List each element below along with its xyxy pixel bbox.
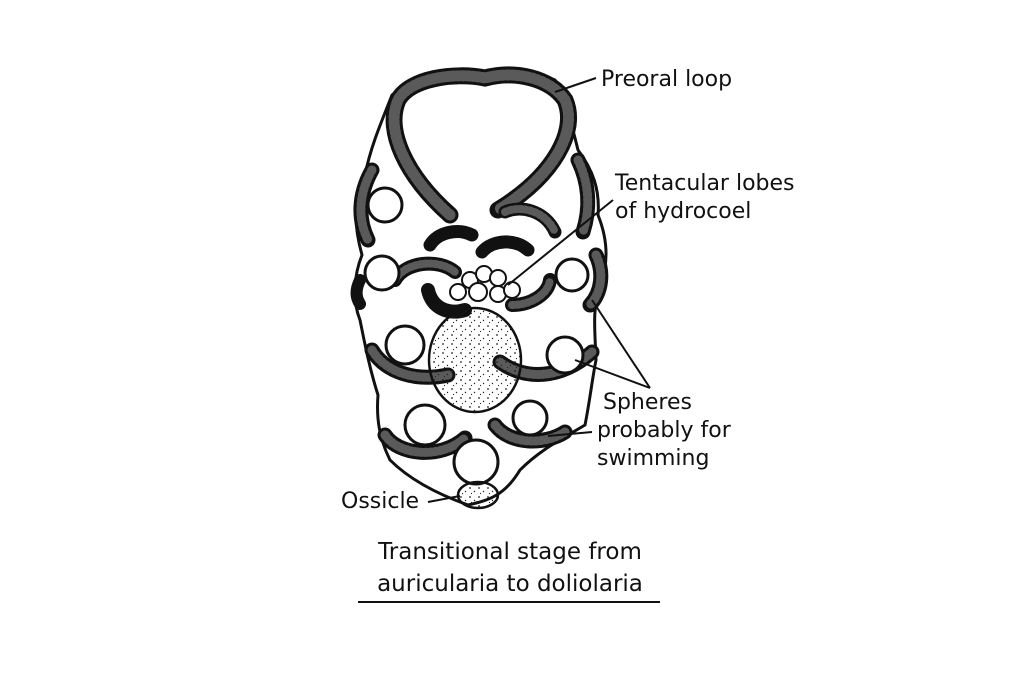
label-tentacular-lobes-1: Tentacular lobes: [614, 171, 795, 196]
label-tentacular-lobes-2: of hydrocoel: [615, 199, 751, 224]
label-preoral-loop: Preoral loop: [601, 67, 732, 92]
label-ossicle: Ossicle: [341, 489, 419, 514]
caption-line-2: auricularia to doliolaria: [377, 571, 643, 597]
preoral-loop-band-inner: [388, 69, 574, 221]
tentacular-bands: [388, 202, 562, 319]
caption-line-1: Transitional stage from: [377, 539, 642, 565]
label-spheres-1: Spheres: [603, 390, 692, 415]
central-stippled-mass: [427, 306, 523, 414]
hydrocoel-cluster: [449, 265, 521, 303]
label-spheres-2: probably for: [597, 418, 732, 443]
left-bands: [350, 162, 473, 460]
label-spheres-3: swimming: [597, 446, 709, 471]
preoral-loop-band: [385, 66, 577, 224]
ossicle-shape: [456, 480, 500, 510]
spheres: [363, 186, 590, 486]
leader-lines: [427, 77, 651, 503]
